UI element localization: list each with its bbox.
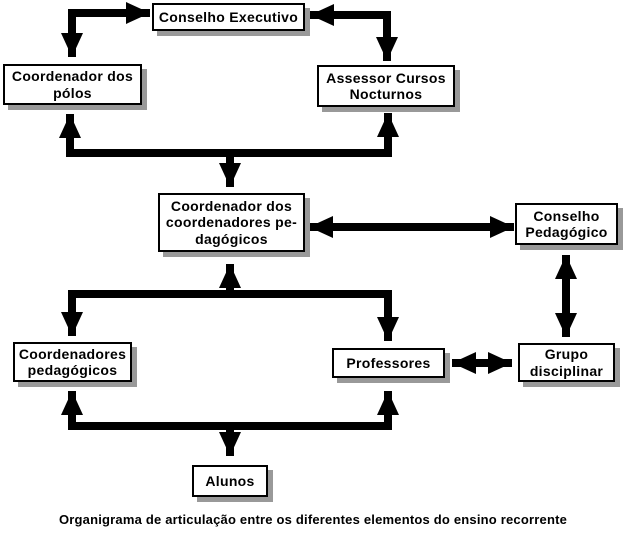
node-conselho-pedagogico: Conselho Pedagógico [515,203,618,245]
arrow-executivo-assessor [310,3,398,61]
node-assessor-cursos-nocturnos: Assessor Cursos Nocturnos [317,65,455,107]
arrow-tier2-branch-rail [59,113,399,157]
node-professores: Professores [332,348,445,378]
node-conselho-executivo: Conselho Executivo [152,3,305,31]
arrow-tier4-branch-rail [61,391,399,430]
node-coordenador-dos-coordenadores: Coordenador dos coordenadores pe- dagógi… [158,193,305,252]
arrow-executivo-polos [61,2,150,57]
node-coordenadores-pedagogicos: Coordenadores pedagógicos [13,342,132,382]
node-coordenador-polos: Coordenador dos pólos [3,64,142,105]
node-alunos: Alunos [192,465,268,497]
node-grupo-disciplinar: Grupo disciplinar [518,343,615,382]
arrow-tier3-branch-rail [61,290,399,341]
diagram-caption: Organigrama de articulação entre os dife… [58,512,568,527]
